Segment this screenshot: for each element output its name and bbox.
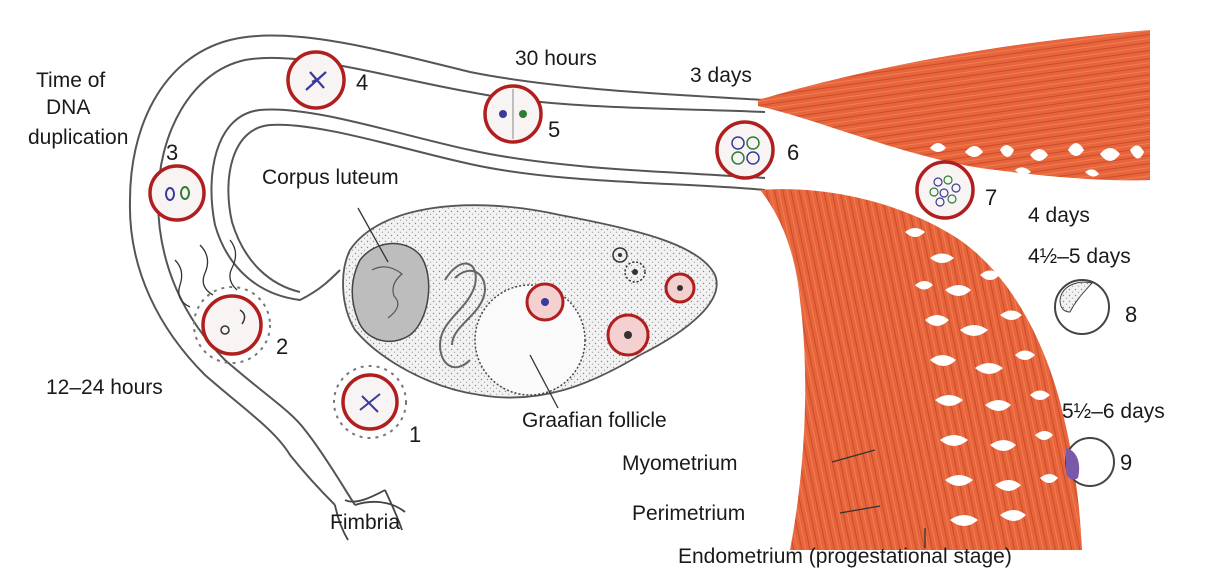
label-4-days: 4 days	[1028, 205, 1090, 226]
label-3-days: 3 days	[690, 65, 752, 86]
label-endometrium: Endometrium (progestational stage)	[678, 546, 1012, 567]
label-perimetrium: Perimetrium	[632, 503, 745, 524]
stage-number-8: 8	[1125, 304, 1137, 326]
stage-number-6: 6	[787, 142, 799, 164]
stage-number-2: 2	[276, 336, 288, 358]
stage-2-fertilization	[175, 240, 270, 363]
stage-1-oocyte	[334, 366, 406, 438]
uterus-body	[760, 189, 1082, 550]
stage-9-implantation	[1066, 438, 1114, 486]
label-fimbria: Fimbria	[330, 512, 400, 533]
label-duplication: duplication	[28, 127, 128, 148]
label-time-of: Time of	[36, 70, 105, 91]
label-30-hours: 30 hours	[515, 48, 597, 69]
stage-number-9: 9	[1120, 452, 1132, 474]
stage-number-3: 3	[166, 142, 178, 164]
label-myometrium: Myometrium	[622, 453, 738, 474]
stage-number-5: 5	[548, 119, 560, 141]
uterus-upper-wall	[758, 30, 1150, 180]
corpus-luteum	[352, 244, 428, 342]
stage-8-blastocyst	[1055, 280, 1109, 334]
label-dna: DNA	[46, 97, 90, 118]
label-4-5-days: 4½–5 days	[1028, 246, 1131, 267]
stage-number-7: 7	[985, 187, 997, 209]
label-corpus-luteum: Corpus luteum	[262, 167, 399, 188]
stage-number-1: 1	[409, 424, 421, 446]
stage-7-morula	[917, 162, 973, 218]
label-12-24-hours: 12–24 hours	[46, 377, 163, 398]
stage-6-four-cell	[717, 122, 773, 178]
stage-3-pronuclei	[150, 166, 204, 220]
stage-5-two-cell	[485, 86, 541, 142]
graafian-follicle	[475, 284, 585, 395]
stage-4-cleavage	[288, 52, 344, 108]
stage-number-4: 4	[356, 72, 368, 94]
label-5-6-days: 5½–6 days	[1062, 401, 1165, 422]
label-graafian-follicle: Graafian follicle	[522, 410, 667, 431]
